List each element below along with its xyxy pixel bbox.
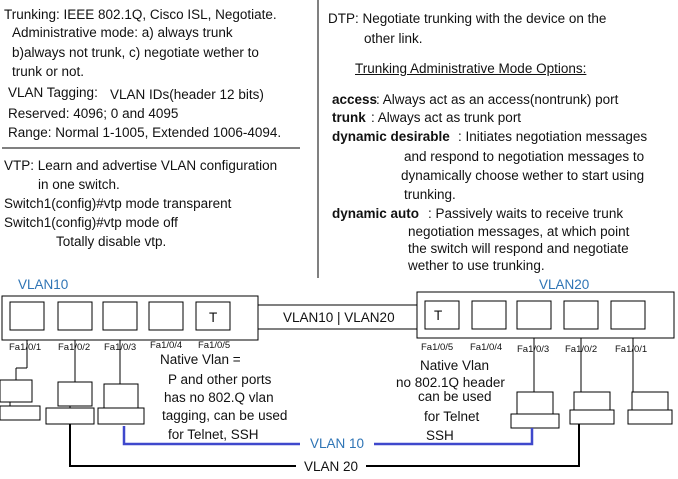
access-desc: : Always act as an access(nontrunk) port [376,92,619,107]
left-pc-1 [0,340,41,421]
trunk-term: trunk [332,110,366,125]
desirable-desc-2: and respond to negotiation messages to [404,149,645,164]
vlan-tagging-label: VLAN Tagging: [8,85,98,100]
right-port-label-2: Fa1/0/2 [565,344,598,355]
trunk-desc: : Always act as trunk port [371,110,522,125]
trunking-modes-heading: Trunking Administrative Mode Options: [355,61,587,76]
right-port-fa1-0-3 [516,300,552,330]
admin-mode-line-2: b)always not trunk, c) negotiate wether … [12,45,259,60]
auto-term: dynamic auto [332,206,420,221]
auto-desc-2: negotiation messages, at which point [408,224,630,239]
vlan-tagging-value: VLAN IDs(header 12 bits) [110,87,264,102]
native-left-1: Native Vlan = [160,352,241,367]
left-port-fa1-0-2 [57,301,93,331]
admin-mode-line-3: trunk or not. [12,64,85,79]
trunk-link-label: VLAN10 | VLAN20 [283,310,395,325]
vtp-line-2: in one switch. [38,177,120,192]
native-left-3: has no 802.Q vlan [164,390,274,405]
native-right-5: SSH [426,428,454,443]
right-port-fa1-0-1 [610,300,646,330]
right-pc-2 [569,338,615,425]
native-left-5: for Telnet, SSH [168,427,259,442]
right-port-label-1: Fa1/0/1 [615,344,648,355]
vtp-line-5: Totally disable vtp. [56,234,167,249]
right-port-label-3: Fa1/0/3 [517,344,550,355]
dtp-line-1: DTP: Negotiate trunking with the device … [328,11,607,26]
vtp-line-1: VTP: Learn and advertise VLAN configurat… [4,158,278,173]
native-left-2: P and other ports [168,372,272,387]
desirable-desc-3: dynamically choose wether to start using [401,168,645,183]
right-port-label-4: Fa1/0/4 [470,342,503,353]
desirable-term: dynamic desirable [332,129,450,144]
right-pc-3 [510,338,560,429]
left-port-label-3: Fa1/0/3 [104,342,137,353]
left-port-fa1-0-4 [148,301,184,331]
desirable-desc-4: trunking. [404,187,456,202]
left-port-fa1-0-3 [102,301,138,331]
dtp-line-2: other link. [364,31,423,46]
right-trunk-port-mark: T [434,308,443,323]
native-right-1: Native Vlan [420,358,490,373]
vlan10-link-label: VLAN 10 [310,436,365,451]
desirable-desc-1: : Initiates negotiation messages [458,129,648,144]
native-right-2: no 802.1Q header [396,375,505,390]
left-port-label-5: Fa1/0/5 [198,340,231,351]
native-left-4: tagging, can be used [162,408,288,423]
right-switch-vlan-label: VLAN20 [539,277,590,292]
native-right-3: can be used [418,389,492,404]
left-port-label-1: Fa1/0/1 [9,342,42,353]
trunking-note: Trunking: IEEE 802.1Q, Cisco ISL, Negoti… [4,7,277,22]
left-port-fa1-0-1 [9,301,45,331]
left-trunk-port-mark: T [209,310,218,325]
left-port-label-4: Fa1/0/4 [150,340,183,351]
left-switch-vlan-label: VLAN10 [18,277,69,292]
right-port-fa1-0-2 [563,300,599,330]
vtp-line-3: Switch1(config)#vtp mode transparent [4,196,232,211]
right-port-fa1-0-5 [424,300,460,330]
auto-desc-3: the switch will respond and negotiate [408,241,629,256]
native-right-4: for Telnet [424,409,480,424]
left-port-label-2: Fa1/0/2 [58,342,91,353]
reserved-note: Reserved: 4096; 0 and 4095 [8,106,179,121]
vlan20-link-label: VLAN 20 [304,459,359,474]
range-note: Range: Normal 1-1005, Extended 1006-4094… [8,125,282,140]
auto-desc-4: wether to use trunking. [408,258,545,273]
left-pc-3 [97,340,145,425]
left-port-fa1-0-5 [195,301,231,331]
right-pc-1 [627,338,673,425]
auto-desc-1: : Passively waits to receive trunk [428,206,624,221]
vtp-line-4: Switch1(config)#vtp mode off [4,215,178,230]
right-port-fa1-0-4 [471,300,507,330]
admin-mode-line-1: Administrative mode: a) always trunk [12,25,233,40]
right-port-label-5: Fa1/0/5 [421,342,454,353]
access-term: access [332,92,378,107]
trunk-link [257,304,418,330]
